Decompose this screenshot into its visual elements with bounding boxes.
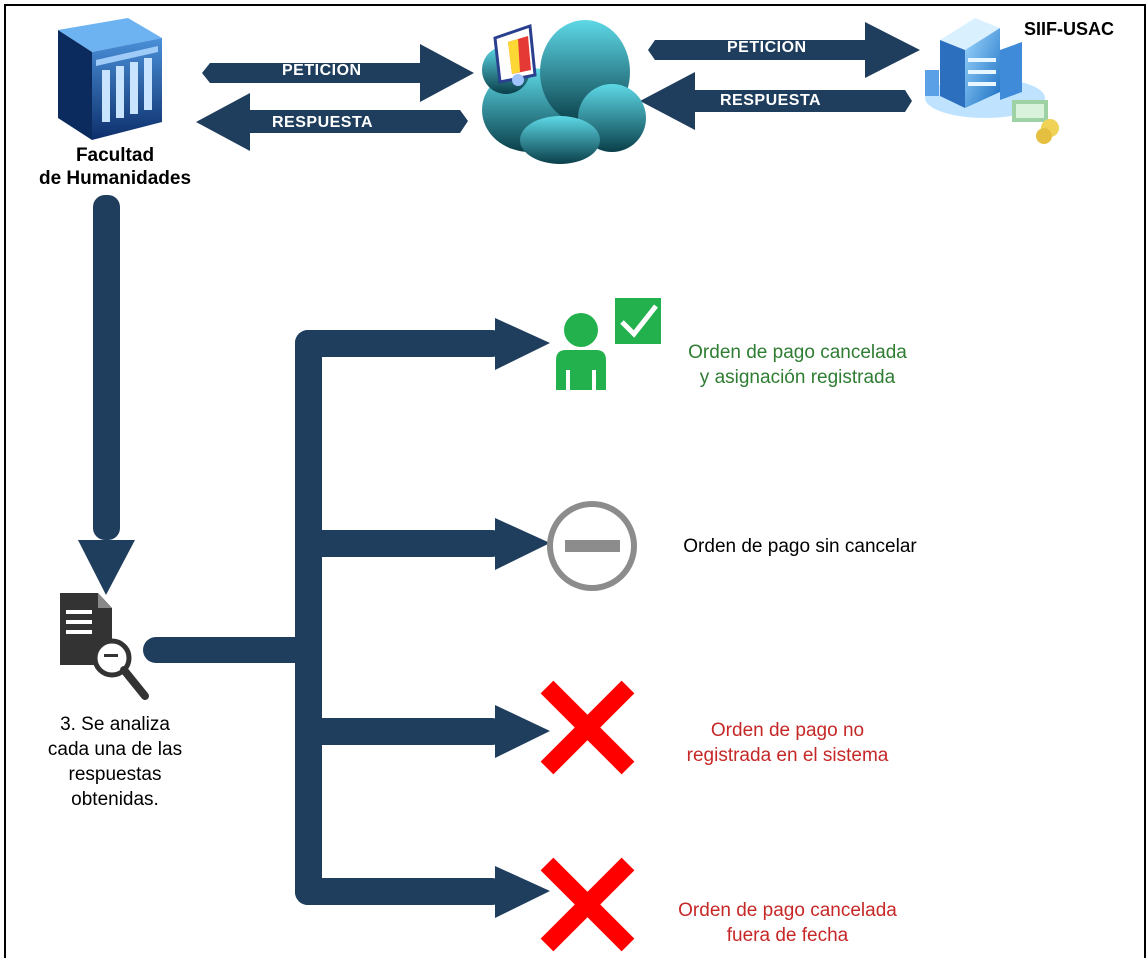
red-x-icon [540,857,635,952]
branch-arrow-2 [295,518,550,570]
outcome-line: Orden de pago cancelada [688,342,907,363]
analysis-line: cada una de las [47,739,183,760]
outcome-line: fuera de fecha [726,925,849,946]
analysis-label: 3. Se analiza cada una de las respuestas… [20,712,210,812]
outcome-line: Orden de pago no [710,720,865,741]
outcome-line: registrada en el sistema [686,745,889,766]
facultad-label-line2: de Humanidades [38,168,192,189]
siif-office-building-icon [925,18,1059,144]
red-x-icon [540,680,635,775]
left-request-label: PETICIÓN [282,62,362,79]
document-search-icon [60,593,149,700]
outcome-label-3: Orden de pago no registrada en el sistem… [655,718,920,768]
branch-arrow-1 [295,318,550,370]
outcome-label-2: Orden de pago sin cancelar [660,534,940,559]
outcome-label-1: Orden de pago cancelada y asignación reg… [665,340,930,390]
user-check-icon [556,298,661,390]
network-cloud-icon [482,20,646,164]
branch-arrow-4 [295,725,550,918]
branch-connector [143,330,322,745]
analysis-line: 3. Se analiza [60,714,170,735]
branch-arrow-3 [295,705,550,758]
analysis-line: obtenidas. [71,789,159,810]
facultad-label: Facultad de Humanidades [30,144,200,190]
siif-label: SIIF-USAC [1024,19,1114,39]
left-response-label: RESPUESTA [272,114,374,131]
left-request-arrow [202,44,474,102]
outcome-line: Orden de pago sin cancelar [683,536,917,557]
minus-circle-icon [547,501,637,591]
analysis-line: respuestas [68,764,162,785]
down-arrow [78,195,135,595]
right-response-label: RESPUESTA [720,92,822,109]
right-response-arrow [640,72,912,130]
facultad-label-line1: Facultad [75,145,155,166]
outcome-line: Orden de pago cancelada [678,900,897,921]
right-request-label: PETICIÓN [727,39,807,56]
left-response-arrow [196,93,468,151]
outcome-line: y asignación registrada [699,367,896,388]
right-request-arrow [648,22,920,78]
outcome-label-4: Orden de pago cancelada fuera de fecha [655,898,920,948]
diagram-frame [4,4,1146,958]
university-building-icon [58,18,162,140]
